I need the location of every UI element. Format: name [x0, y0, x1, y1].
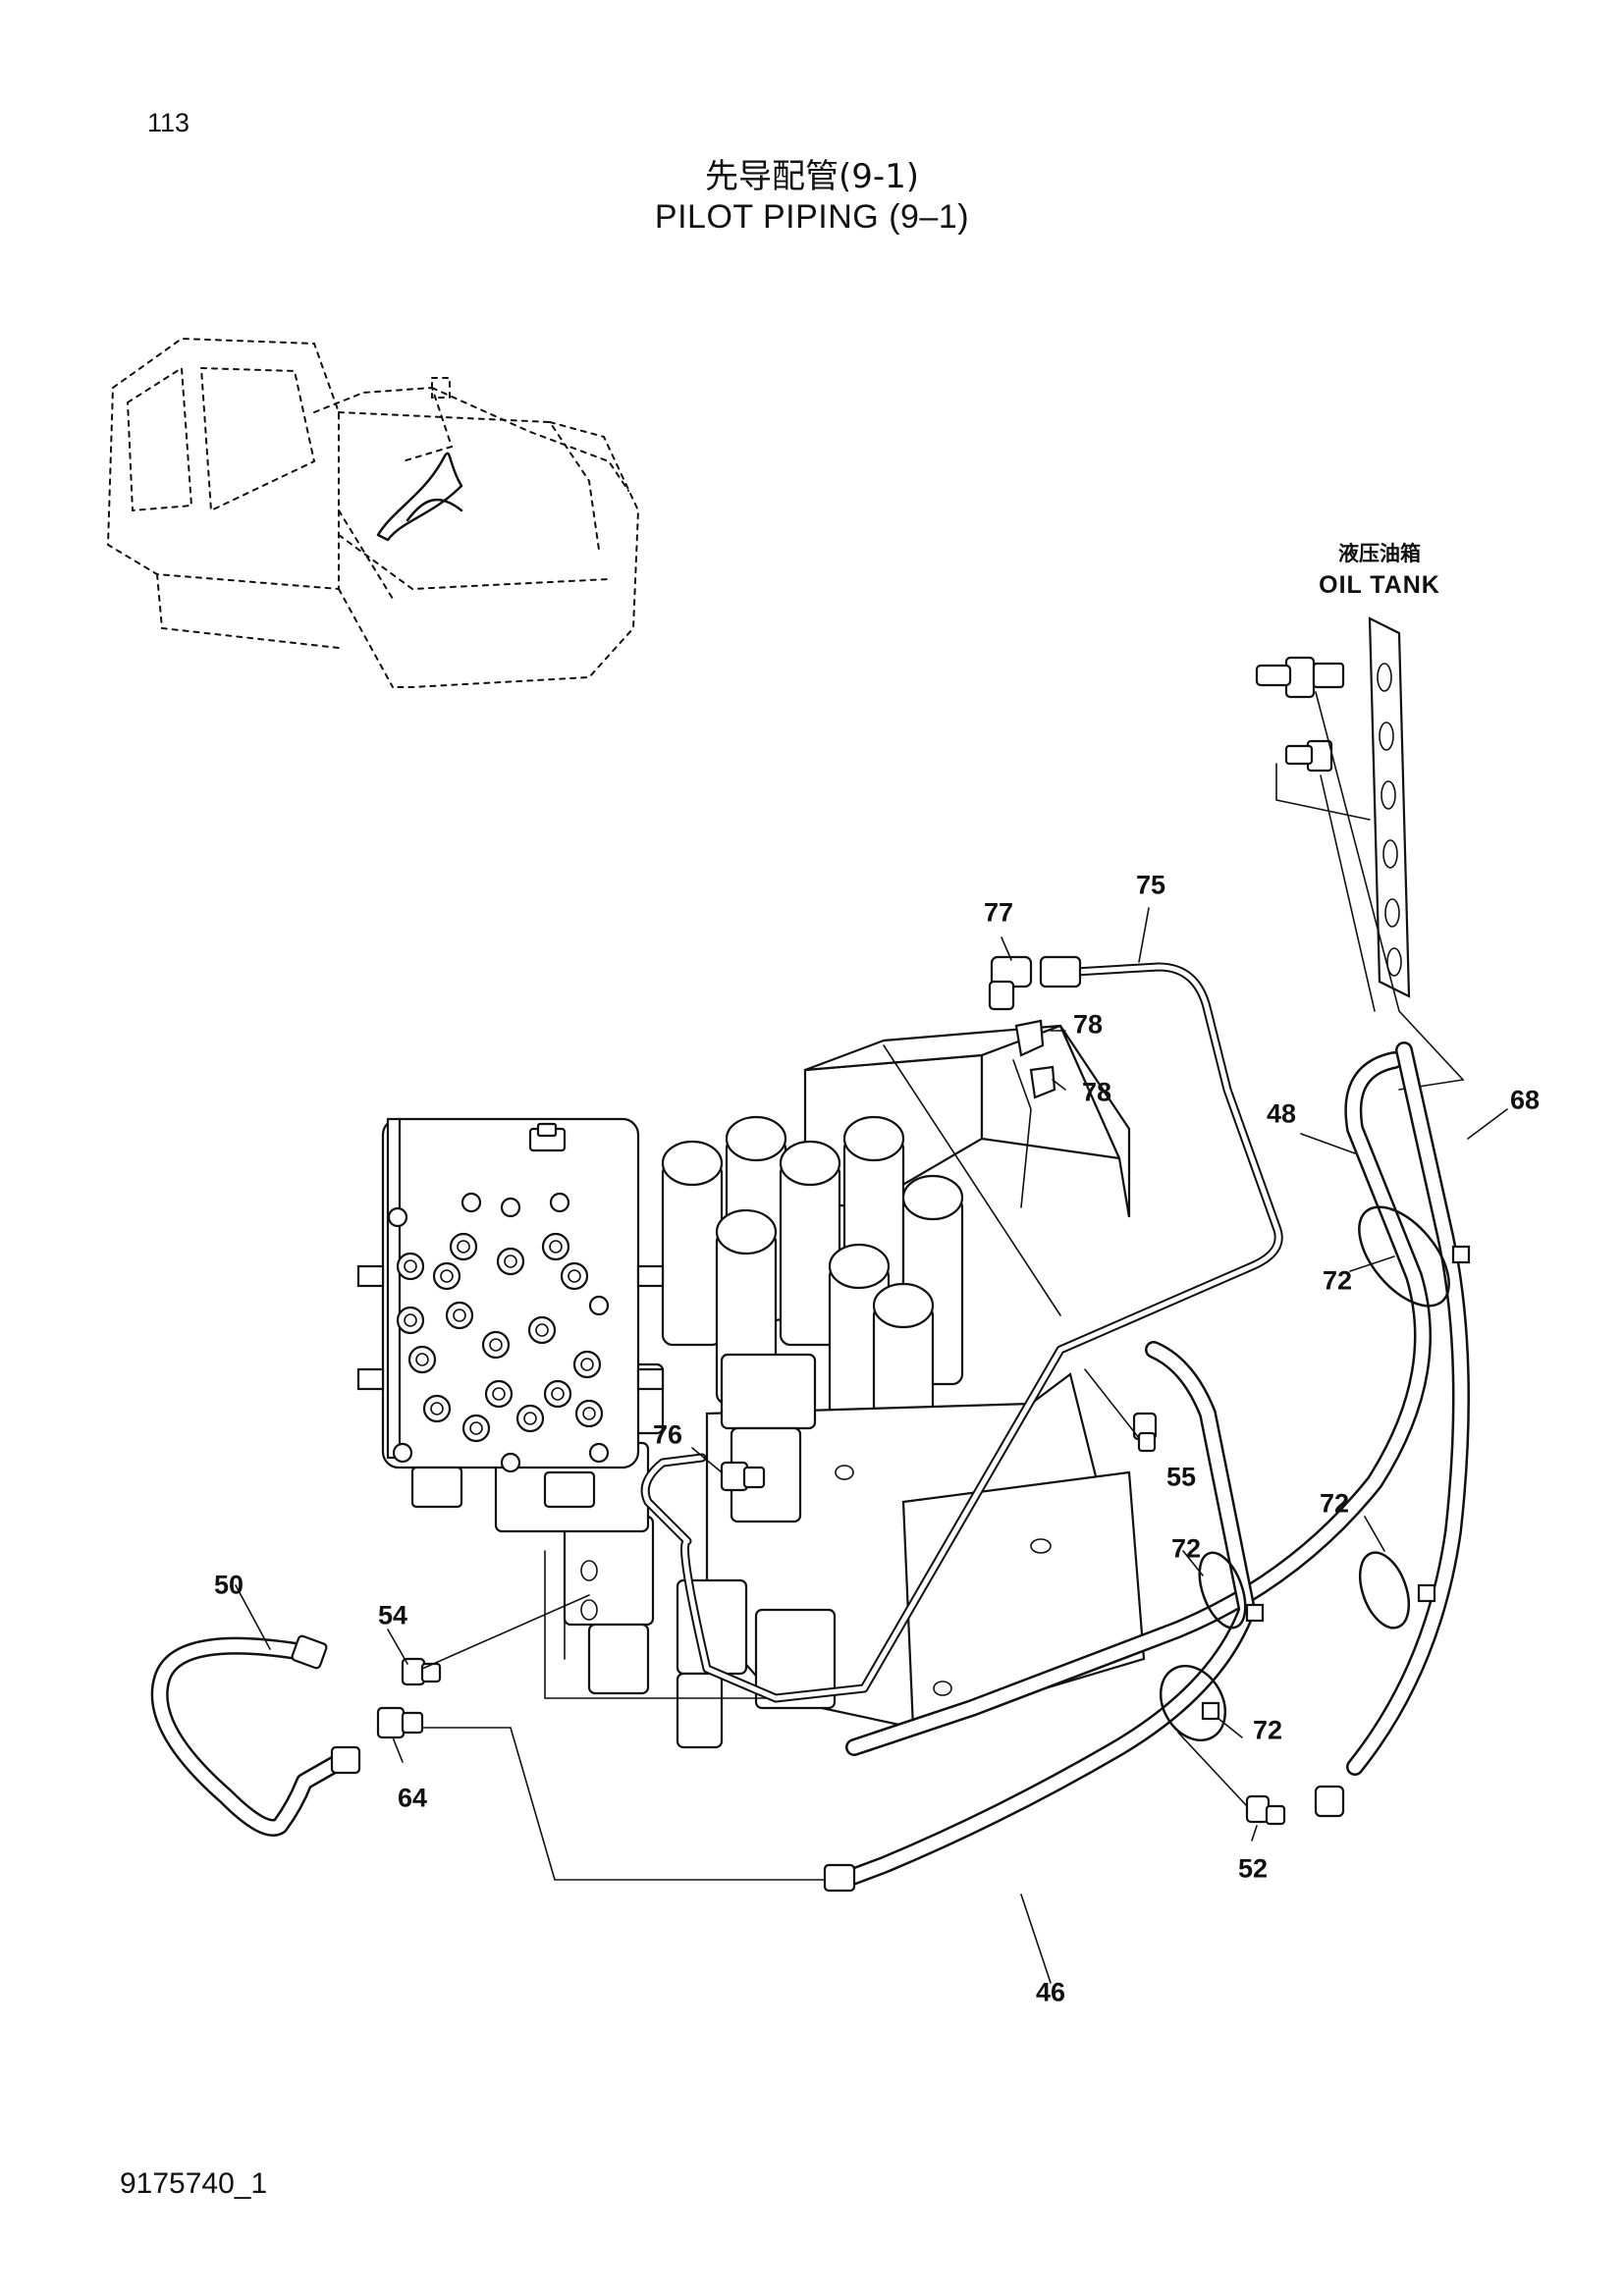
callout-72-right: 72: [1319, 1488, 1350, 1519]
document-code: 9175740_1: [120, 2167, 268, 2200]
title-english: PILOT PIPING (9–1): [654, 198, 970, 236]
fitting-76: [720, 1461, 766, 1492]
connection-lines: [421, 1368, 1248, 1881]
callout-78-upper: 78: [1072, 1009, 1104, 1040]
pilot-ports: [387, 1192, 610, 1473]
control-valve-block: [494, 1024, 1146, 1749]
valve-spools: [661, 1115, 964, 1479]
callout-78-lower: 78: [1081, 1077, 1112, 1107]
oil-tank-label-cn: 液压油箱: [1338, 542, 1421, 565]
fitting-52: [1245, 1794, 1286, 1826]
title-chinese: 先导配管(9-1): [704, 157, 920, 196]
callout-50: 50: [213, 1570, 244, 1600]
page-number: 113: [147, 108, 190, 137]
callout-52: 52: [1237, 1853, 1269, 1884]
callout-75: 75: [1135, 870, 1166, 900]
fitting-64: [376, 1706, 424, 1739]
plug-78: [883, 1019, 1061, 1316]
fitting-54: [401, 1657, 442, 1686]
hose-end-46: [823, 1785, 1345, 1893]
fitting-55: [1132, 1412, 1158, 1453]
callout-72-middle: 72: [1170, 1533, 1202, 1564]
hose-68: [1346, 1041, 1470, 1776]
callout-48: 48: [1266, 1098, 1297, 1129]
leader-lines: [235, 907, 1508, 1984]
callout-46: 46: [1035, 1977, 1066, 2007]
callout-72-top: 72: [1322, 1265, 1353, 1296]
pipe-75: [640, 962, 1283, 1703]
callout-72-bottom: 72: [1252, 1715, 1283, 1745]
oil-tank-label-en: OIL TANK: [1319, 571, 1440, 599]
callout-76: 76: [652, 1419, 683, 1450]
oil-tank-plate: [1255, 616, 1465, 1091]
oil-tank-label: 液压油箱 OIL TANK: [1319, 538, 1440, 600]
pilot-port-block: [356, 1117, 665, 1509]
clamp-72: [1159, 1205, 1471, 1741]
callout-77: 77: [983, 897, 1014, 928]
callout-68: 68: [1509, 1085, 1541, 1115]
fitting-77: [988, 955, 1082, 1011]
excavator-overview: [106, 337, 640, 688]
hose-48: [845, 1051, 1432, 1756]
callout-64: 64: [397, 1783, 428, 1813]
hose-50: [150, 1634, 361, 1837]
callout-54: 54: [377, 1600, 408, 1630]
callout-55: 55: [1165, 1462, 1197, 1492]
